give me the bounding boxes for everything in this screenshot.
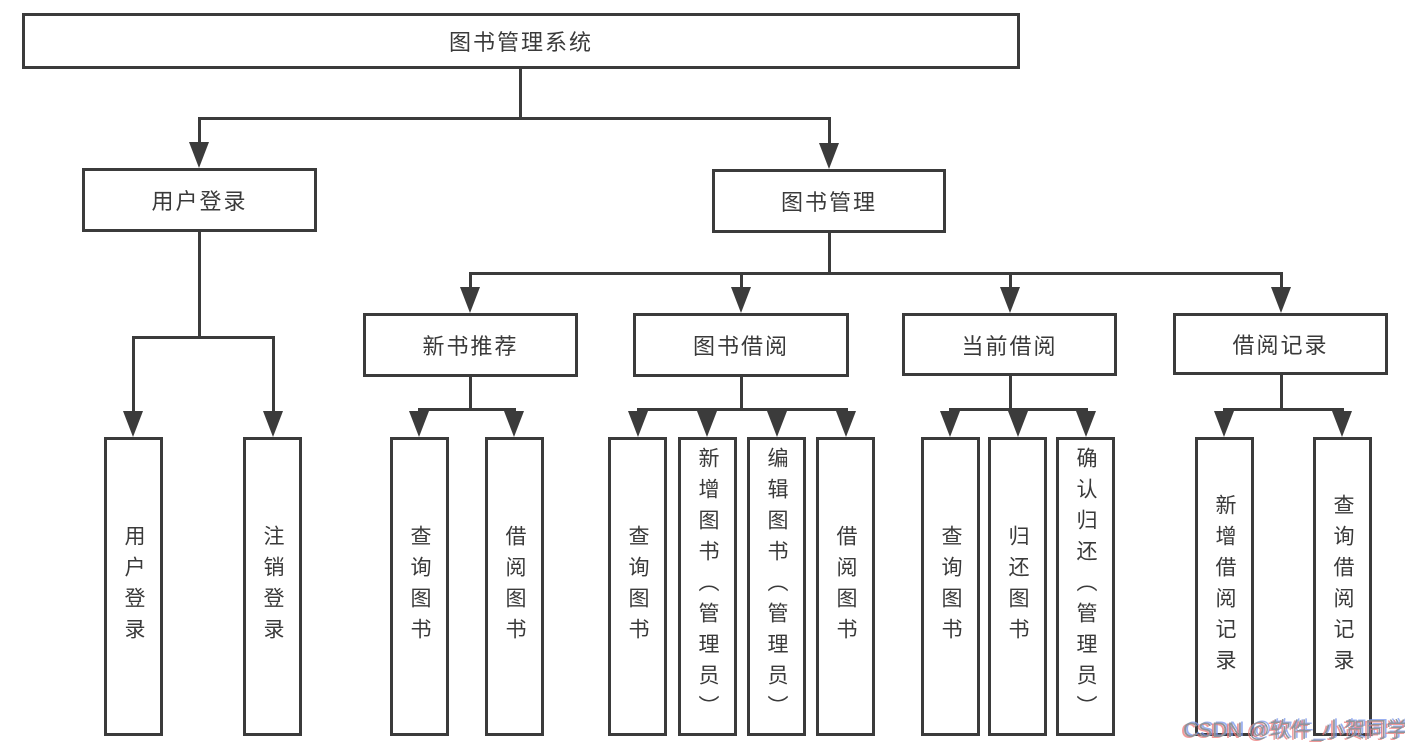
node-root: 图书管理系统	[22, 13, 1020, 69]
arrow-down-icon	[628, 411, 648, 437]
node-borrow-record-label: 借阅记录	[1232, 333, 1329, 358]
leaf-add-borrow-record: 新增借阅记录	[1195, 437, 1254, 736]
arrow-down-icon	[1076, 411, 1096, 437]
node-current-borrow-label: 当前借阅	[961, 333, 1058, 359]
edge-line	[1223, 408, 1344, 411]
leaf-edit-book-admin: 编辑图书（管理员）	[747, 437, 806, 736]
node-user-login: 用户登录	[82, 168, 317, 232]
node-book-management: 图书管理	[712, 169, 946, 233]
arrow-down-icon	[731, 287, 751, 313]
arrow-down-icon	[1271, 287, 1291, 313]
leaf-query-borrow-record: 查询借阅记录	[1313, 437, 1372, 736]
arrow-down-icon	[819, 143, 839, 169]
arrow-down-icon	[1214, 411, 1234, 437]
node-book-borrow-label: 图书借阅	[692, 334, 789, 359]
leaf-add-book-admin-label: 新增图书（管理员）	[696, 447, 719, 726]
leaf-query-book-recommend-label: 查询图书	[408, 524, 431, 649]
edge-line	[740, 272, 743, 287]
leaf-add-borrow-record-label: 新增借阅记录	[1213, 493, 1236, 680]
leaf-return-book-label: 归还图书	[1006, 524, 1029, 649]
leaf-borrow-book-recommend-label: 借阅图书	[503, 524, 526, 649]
leaf-borrow-book: 借阅图书	[816, 437, 875, 736]
arrow-down-icon	[767, 411, 787, 437]
node-new-book-recommend: 新书推荐	[363, 313, 578, 377]
leaf-query-book-recommend: 查询图书	[390, 437, 449, 736]
edge-line	[1280, 375, 1283, 408]
edge-line	[1280, 272, 1283, 287]
node-user-login-label: 用户登录	[151, 189, 248, 214]
node-new-book-recommend-label: 新书推荐	[422, 334, 519, 359]
leaf-user-login: 用户登录	[104, 437, 163, 736]
node-book-borrow: 图书借阅	[633, 313, 849, 377]
leaf-edit-book-admin-label: 编辑图书（管理员）	[765, 447, 788, 726]
node-current-borrow: 当前借阅	[902, 313, 1117, 376]
edge-line	[469, 377, 472, 408]
edge-line	[828, 117, 831, 144]
arrow-down-icon	[1008, 411, 1028, 437]
arrow-down-icon	[504, 411, 524, 437]
edge-line	[272, 336, 275, 411]
arrow-down-icon	[836, 411, 856, 437]
edge-line	[519, 69, 522, 117]
arrow-down-icon	[189, 142, 209, 168]
edge-line	[469, 272, 472, 287]
arrow-down-icon	[460, 287, 480, 313]
node-book-management-label: 图书管理	[780, 190, 877, 215]
leaf-query-book-borrow: 查询图书	[608, 437, 667, 736]
arrow-down-icon	[940, 411, 960, 437]
leaf-logout: 注销登录	[243, 437, 302, 736]
arrow-down-icon	[123, 411, 143, 437]
edge-line	[740, 377, 743, 408]
edge-line	[949, 408, 1088, 411]
edge-line	[637, 408, 848, 411]
leaf-query-book-current: 查询图书	[921, 437, 980, 736]
edge-line	[1009, 376, 1012, 408]
leaf-borrow-book-label: 借阅图书	[834, 524, 857, 649]
edge-line	[198, 117, 831, 120]
arrow-down-icon	[263, 411, 283, 437]
csdn-watermark: CSDN @软件_小贺同学	[1183, 719, 1405, 742]
leaf-borrow-book-recommend: 借阅图书	[485, 437, 544, 736]
leaf-return-book: 归还图书	[988, 437, 1047, 736]
edge-line	[418, 408, 516, 411]
arrow-down-icon	[1000, 287, 1020, 313]
edge-line	[132, 336, 275, 339]
node-root-label: 图书管理系统	[448, 30, 593, 55]
leaf-confirm-return-admin: 确认归还（管理员）	[1056, 437, 1115, 736]
leaf-query-book-current-label: 查询图书	[939, 524, 962, 649]
edge-line	[1009, 272, 1012, 287]
leaf-logout-label: 注销登录	[261, 524, 284, 649]
leaf-query-book-borrow-label: 查询图书	[626, 524, 649, 649]
leaf-confirm-return-admin-label: 确认归还（管理员）	[1074, 447, 1097, 726]
edge-line	[132, 336, 135, 411]
edge-line	[198, 232, 201, 336]
leaf-query-borrow-record-label: 查询借阅记录	[1331, 493, 1354, 680]
edge-line	[198, 117, 201, 143]
leaf-add-book-admin: 新增图书（管理员）	[678, 437, 737, 736]
leaf-user-login-label: 用户登录	[122, 524, 145, 649]
node-borrow-record: 借阅记录	[1173, 313, 1388, 375]
edge-line	[469, 272, 1283, 275]
arrow-down-icon	[409, 411, 429, 437]
edge-line	[828, 233, 831, 272]
arrow-down-icon	[1332, 411, 1352, 437]
arrow-down-icon	[697, 411, 717, 437]
